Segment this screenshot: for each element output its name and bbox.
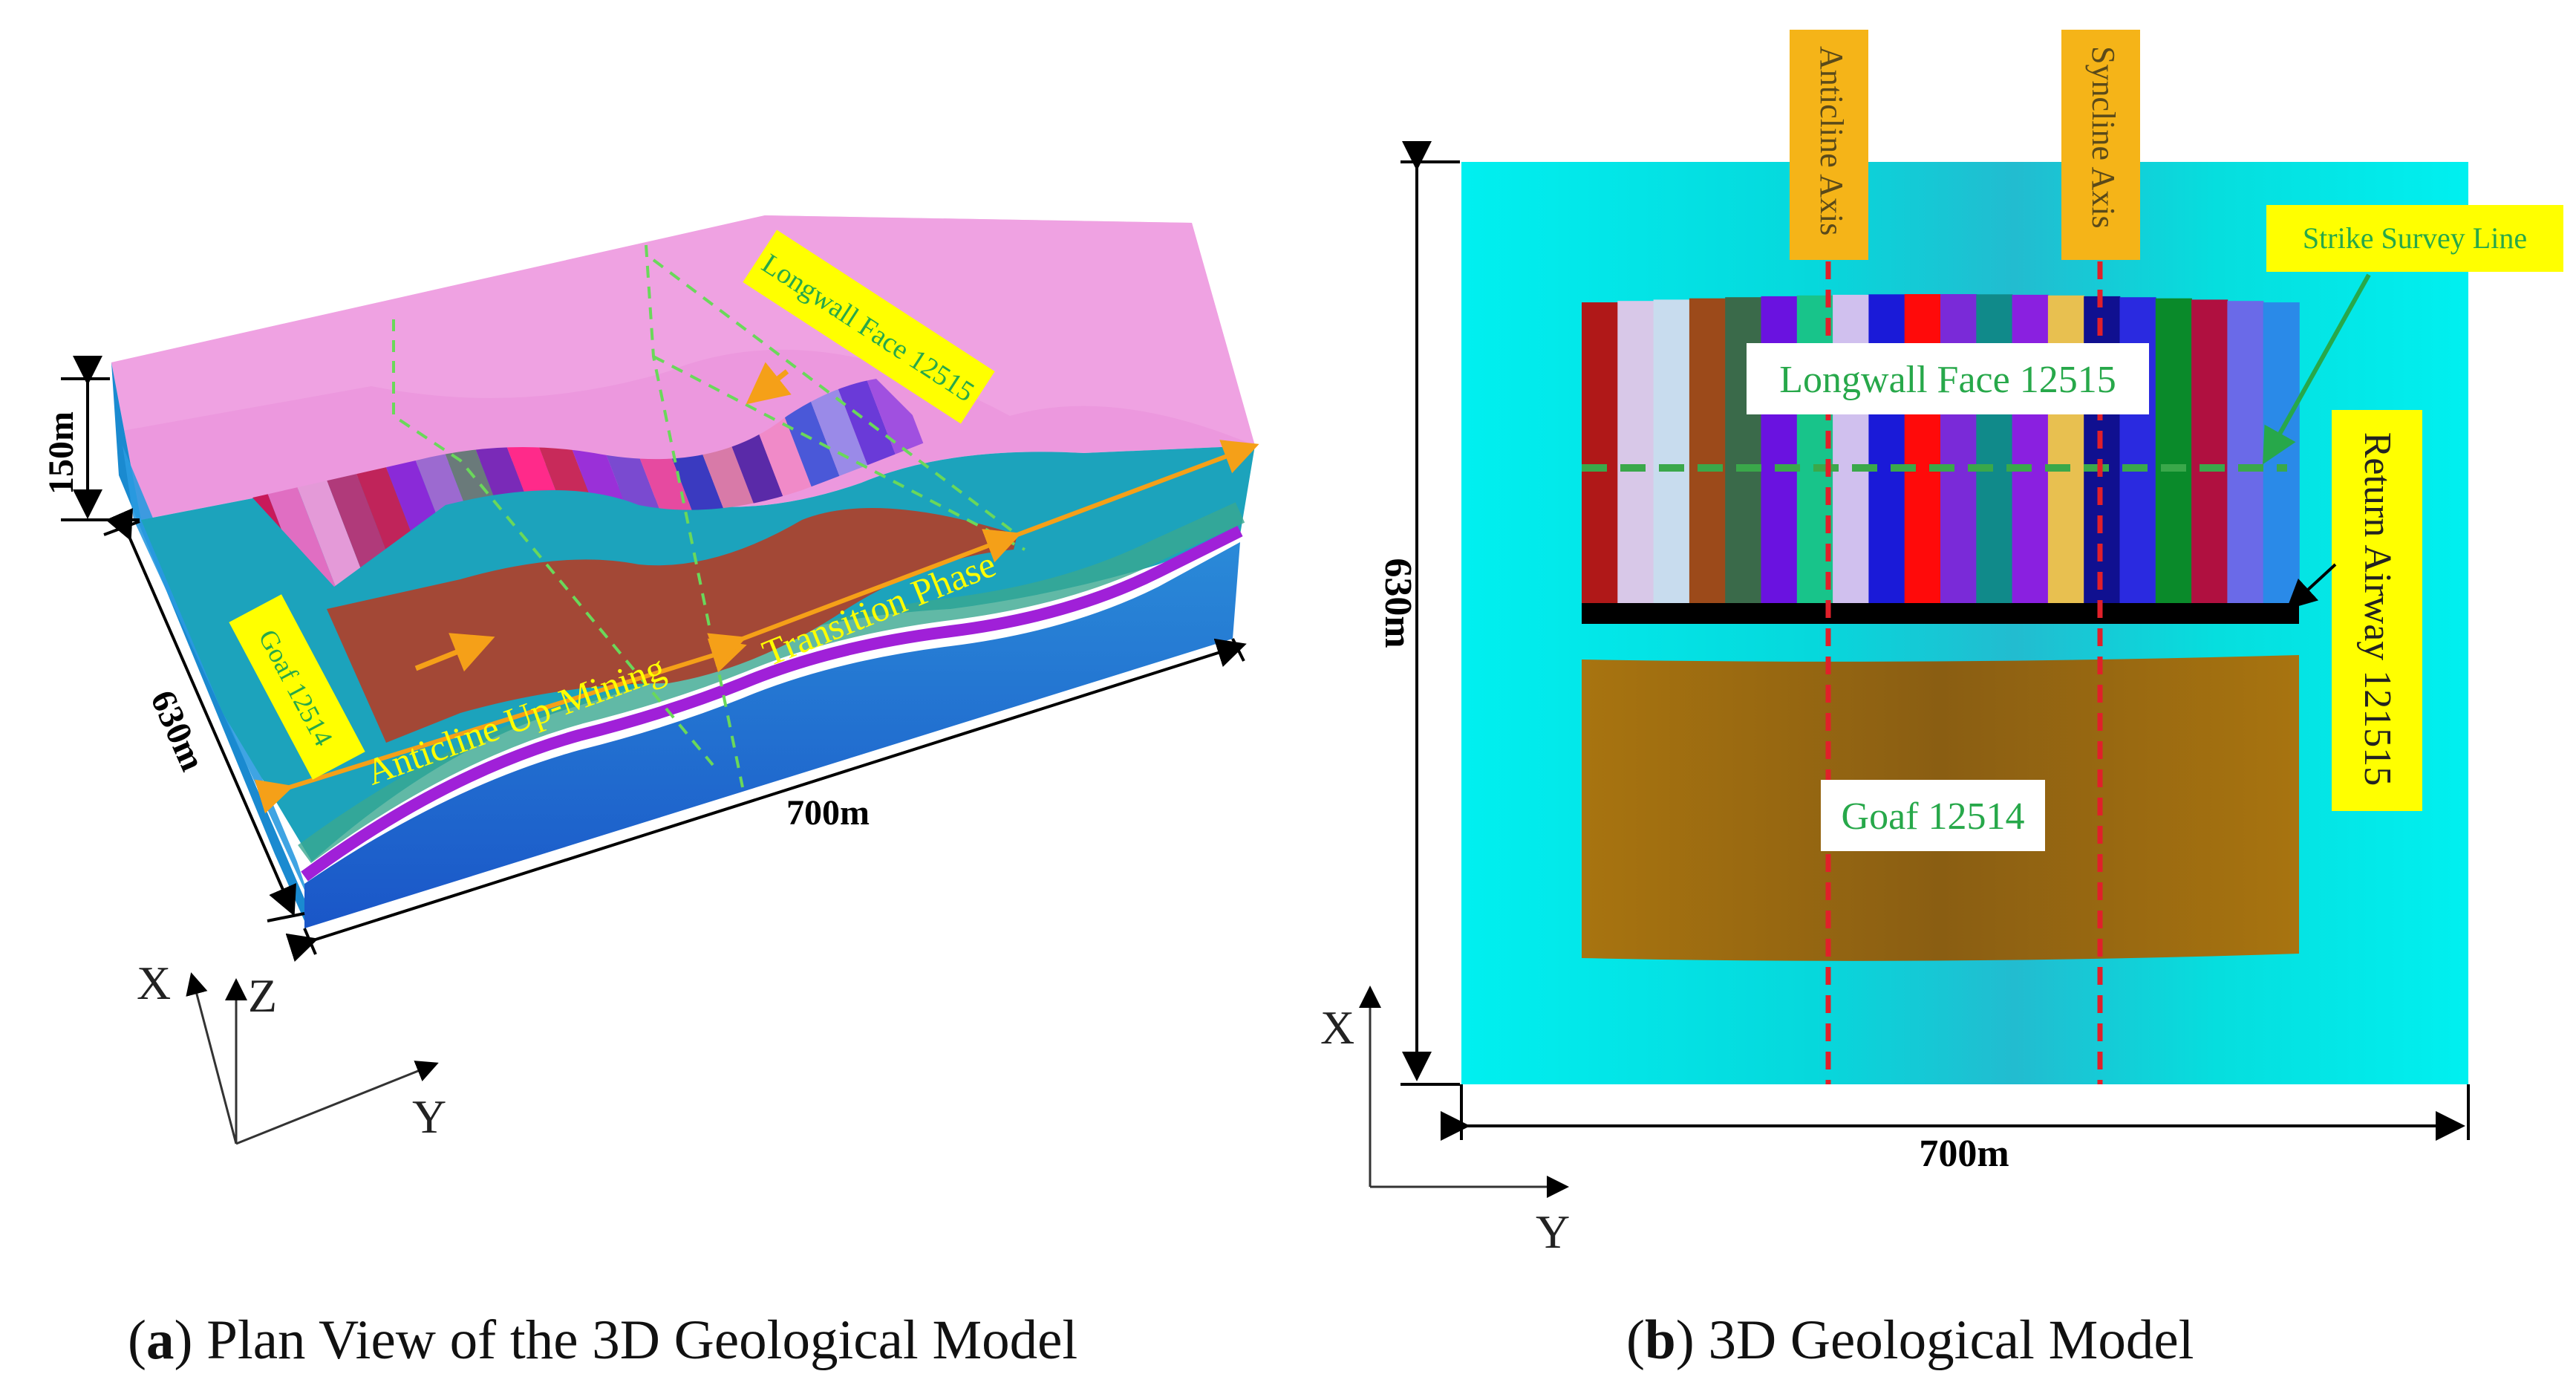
dim-length: 700m [285, 638, 1247, 962]
longwall-strip [1868, 294, 1905, 603]
anticline-axis-label: Anticline Axis [1813, 46, 1850, 235]
longwall-face-strips-plan [1582, 294, 2300, 603]
left-axis-z: Z [248, 969, 277, 1022]
strike-line-tag [2266, 205, 2563, 272]
longwall-strip-3d [252, 444, 356, 587]
longwall-strip [1689, 298, 1726, 603]
longwall-strip [1904, 294, 1941, 603]
left-axis-triad: X Z Y [137, 957, 446, 1145]
transition-arrow [707, 529, 1022, 667]
longwall-strip [2191, 299, 2228, 603]
return-airway-bar [1582, 603, 2299, 624]
goaf-plan-label: Goaf 12514 [1842, 795, 2025, 838]
anticline-axis-tag [1790, 30, 1868, 260]
right-axis-y: Y [1536, 1205, 1570, 1258]
caption-a-letter: a [146, 1309, 175, 1371]
caption-b: (b) 3D Geological Model [1626, 1309, 2194, 1371]
longwall-strip-3d [803, 379, 907, 492]
longwall-strip [1582, 302, 1619, 603]
longwall-direction-arrow [746, 362, 792, 405]
plan-dim-width: 630m [1377, 141, 1460, 1086]
right-axis-triad: X Y [1320, 986, 1570, 1258]
strike-line-label: Strike Survey Line [2303, 221, 2527, 255]
caption-b-text: 3D Geological Model [1694, 1309, 2194, 1371]
longwall-strip [1940, 294, 1977, 603]
longwall-strip [1653, 299, 1690, 603]
dim-thickness-label: 150m [42, 411, 81, 495]
caption-b-letter: b [1644, 1309, 1676, 1371]
plan-dim-length-label: 700m [1919, 1133, 2009, 1175]
plan-dim-length: 700m [1441, 1084, 2470, 1175]
longwall-strip [1976, 294, 2013, 603]
caption-a: (a) Plan View of the 3D Geological Model [128, 1309, 1078, 1371]
syncline-axis-tag [2061, 30, 2140, 260]
plan-dim-width-label: 630m [1377, 558, 1419, 648]
left-panel-3d-model: 150m 630m 700m Longwall Face 12515 Goaf … [42, 215, 1259, 1145]
longwall-strip [1725, 297, 1762, 603]
return-airway-label: Return Airway 121515 [2356, 432, 2399, 787]
return-airway-tag [2332, 410, 2422, 811]
longwall-plan-label: Longwall Face 12515 [1779, 359, 2116, 401]
longwall-strip [2155, 298, 2192, 603]
longwall-strip-3d [281, 436, 385, 587]
dim-thickness: 150m [42, 356, 140, 521]
longwall-strip-3d [774, 379, 878, 500]
dim-length-label: 700m [786, 793, 870, 833]
longwall-strip [1617, 301, 1654, 603]
right-edge-arrow [982, 440, 1259, 563]
longwall-plan-tag [1747, 343, 2149, 414]
goaf-plan-tag [1821, 780, 2045, 851]
left-axis-x: X [137, 957, 171, 1009]
right-axis-x: X [1320, 1001, 1354, 1054]
return-airway-pointer [2286, 563, 2337, 610]
longwall-strip [2012, 294, 2049, 603]
longwall-strip [2047, 295, 2084, 603]
right-panel-plan-view: Anticline Axis Syncline Axis Strike Surv… [1320, 30, 2563, 1258]
longwall-strip [1761, 296, 1798, 603]
strike-line-pointer [2263, 273, 2371, 465]
longwall-strip [2227, 301, 2264, 603]
longwall-strip [1833, 294, 1870, 603]
left-axis-y: Y [412, 1090, 446, 1143]
caption-a-text: Plan View of the 3D Geological Model [192, 1309, 1078, 1371]
dim-width-label: 630m [143, 685, 212, 777]
syncline-axis-label: Syncline Axis [2085, 46, 2122, 229]
longwall-strip [2119, 297, 2156, 603]
